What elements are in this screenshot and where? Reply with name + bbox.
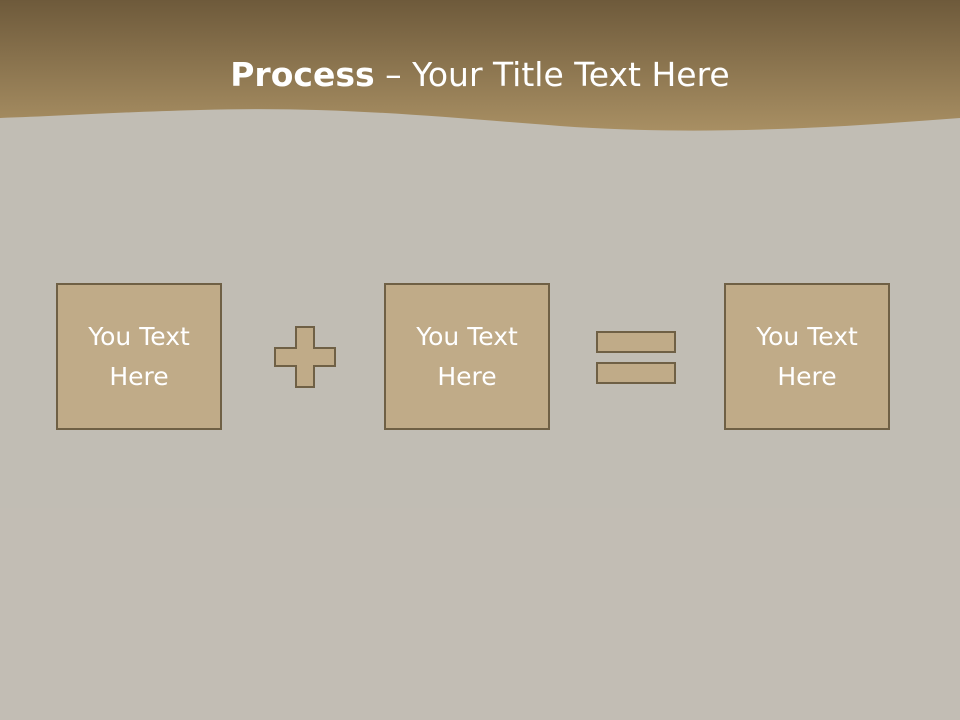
title-strong: Process bbox=[230, 55, 375, 94]
plus-icon bbox=[274, 326, 336, 388]
text-box-2[interactable]: You Text Here bbox=[384, 283, 550, 430]
slide-title: Process – Your Title Text Here bbox=[0, 52, 960, 98]
text-box-3-label: You Text Here bbox=[756, 321, 858, 391]
equals-icon bbox=[596, 331, 676, 384]
text-box-2-label: You Text Here bbox=[416, 321, 518, 391]
header-band bbox=[0, 0, 960, 131]
title-rest: – Your Title Text Here bbox=[374, 55, 730, 94]
text-box-1[interactable]: You Text Here bbox=[56, 283, 222, 430]
text-box-3[interactable]: You Text Here bbox=[724, 283, 890, 430]
text-box-1-label: You Text Here bbox=[88, 321, 190, 391]
